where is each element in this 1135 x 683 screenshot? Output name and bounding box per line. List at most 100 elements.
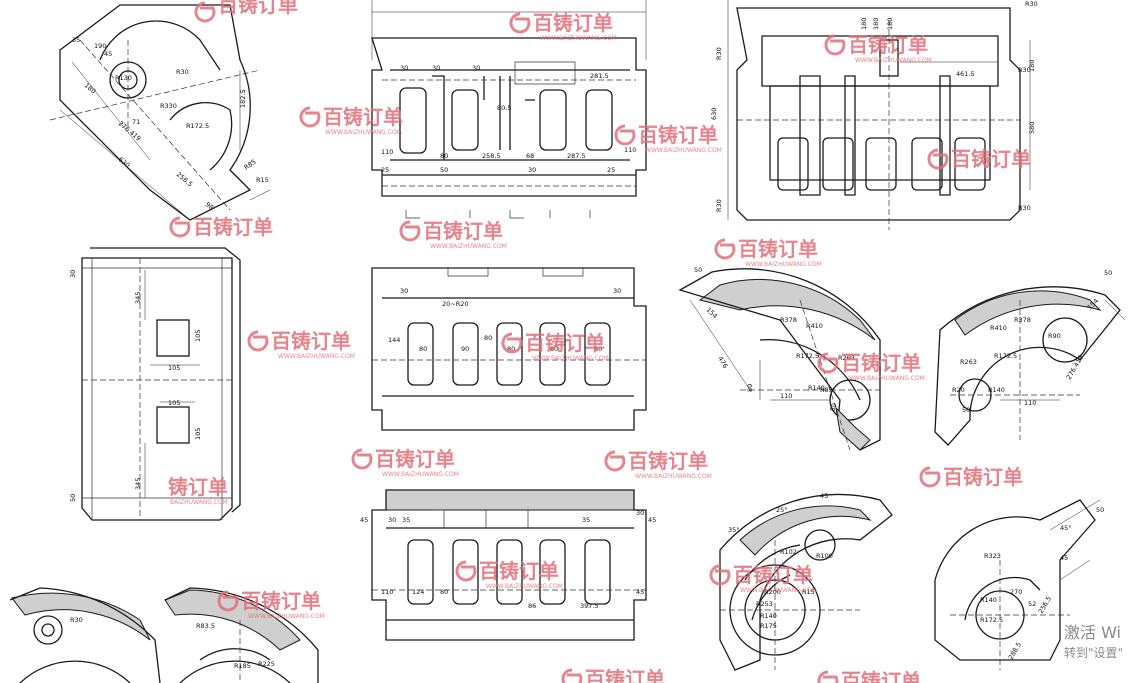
- view-8-lower-section: 45 45 30 30 35 35 110 124 80 86 397.5 45: [360, 489, 656, 641]
- dim-text: R200: [764, 588, 781, 596]
- svg-text:百铸订单: 百铸订单: [738, 237, 818, 261]
- dim-text: 281.5: [590, 72, 609, 80]
- dim-text: R410: [990, 324, 1007, 332]
- svg-text:百铸订单: 百铸订单: [638, 123, 718, 147]
- svg-text:百铸订单: 百铸订单: [241, 589, 321, 613]
- watermark-1: 百铸订单: [194, 0, 298, 23]
- windows-activation-notice: 激活 Wi 转到"设置": [1064, 622, 1135, 662]
- dim-text: R330: [160, 102, 177, 110]
- dim-text: 288.5: [1007, 641, 1023, 661]
- svg-text:百铸订单: 百铸订单: [585, 667, 665, 683]
- dim-text: 256.5: [1037, 595, 1053, 615]
- dim-text: 190: [94, 42, 106, 50]
- dim-text: 35°: [728, 526, 740, 534]
- dim-text: 25°: [776, 506, 788, 514]
- dim-text: 287.5: [567, 152, 586, 160]
- dim-text: 50: [1104, 269, 1112, 277]
- dim-text: 45: [1060, 554, 1068, 562]
- view-1-rotated-section: R130 R30 182.5 R172.5 R330 276.419 R85 2…: [49, 4, 271, 221]
- dim-text: 30: [400, 64, 408, 72]
- dim-text: R100: [816, 552, 833, 560]
- dim-text: 461.5: [956, 70, 975, 78]
- dim-text: 110: [381, 148, 393, 156]
- view-7-arc-section: 50 154 R410 R378 R90 R263 R172.5 R20 R14…: [934, 269, 1126, 446]
- dim-text: 180: [886, 18, 894, 30]
- watermark-8: 百铸订单 WWW.BAIZHUWANG.COM: [399, 219, 507, 250]
- dim-text: 90: [461, 345, 469, 353]
- svg-text:WWW.BAIZHUWANG.COM: WWW.BAIZHUWANG.COM: [848, 375, 925, 382]
- watermark-9: 百铸订单 WWW.BAIZHUWANG.COM: [714, 237, 822, 268]
- view-5-horizontal-section: 30 30 20~R20 144 80 90 80 80 80 80: [371, 267, 647, 431]
- dim-text: 86: [528, 602, 536, 610]
- dim-text: 30: [613, 287, 621, 295]
- view-3-side-view: R30 R30 R30 R30 180 180 180 461.5 180 63…: [710, 0, 1038, 230]
- watermark-logo-icon: [509, 12, 531, 34]
- dim-text: R83.5: [196, 622, 215, 630]
- svg-text:百铸订单: 百铸订单: [423, 219, 503, 243]
- svg-text:WWW.BAIZHUWANG.COM: WWW.BAIZHUWANG.COM: [325, 129, 402, 136]
- watermark-11: 百铸订单 WWW.BAIZHUWANG.COM: [501, 331, 609, 362]
- dim-text: R140: [980, 596, 997, 604]
- svg-text:百铸订单: 百铸订单: [943, 465, 1023, 489]
- dim-text: 80: [440, 588, 448, 596]
- dim-text: 45: [360, 516, 368, 524]
- dim-text: R30: [1025, 0, 1038, 8]
- watermark-logo-icon: [194, 1, 216, 23]
- svg-text:百铸订单: 百铸订单: [841, 669, 921, 683]
- view-6-arc-section: 50 154 R378 R410 R172.5 R263 R140 R85 47…: [678, 266, 881, 451]
- svg-text:WWW.BAIZHUWANG.COM: WWW.BAIZHUWANG.COM: [540, 35, 617, 42]
- view-2-front-section: 30 30 30 281.5 80.5 110 80 258.5 68 287.…: [371, 0, 647, 219]
- dim-text: R185: [234, 662, 251, 670]
- dim-text: R225: [258, 660, 275, 668]
- svg-text:百铸订单: 百铸订单: [533, 11, 613, 35]
- dim-text: R410: [806, 322, 823, 330]
- dim-text: 270: [1010, 588, 1022, 596]
- dim-text: 35: [582, 516, 590, 524]
- dim-text: 256.5: [175, 170, 194, 188]
- dim-text: 25: [381, 166, 389, 174]
- dim-text: 25: [607, 166, 615, 174]
- dim-text: 180: [860, 18, 868, 30]
- watermark-logo-icon: [501, 332, 523, 354]
- watermark-2: 百铸订单 WWW.BAIZHUWANG.COM: [509, 11, 617, 42]
- dim-text: 52: [1028, 600, 1036, 608]
- watermark-logo-icon: [927, 148, 949, 170]
- dim-text: 397.5: [580, 602, 599, 610]
- dim-text: 30: [400, 287, 408, 295]
- svg-text:WWW.BAIZHUWANG.COM: WWW.BAIZHUWANG.COM: [740, 587, 817, 594]
- dim-text: R130: [115, 74, 132, 82]
- dim-text: 630: [117, 155, 132, 169]
- watermark-logo-icon: [169, 216, 191, 238]
- dim-text: R172.5: [994, 352, 1017, 360]
- watermark-logo-icon: [217, 590, 239, 612]
- watermark-7: 百铸订单: [169, 215, 273, 239]
- svg-text:百铸订单: 百铸订单: [525, 331, 605, 355]
- dim-text: 276.419: [1065, 354, 1085, 381]
- watermark-logo-icon: [351, 448, 373, 470]
- dim-text: 105: [194, 330, 202, 342]
- dim-text: R30: [715, 199, 723, 212]
- dim-text: R20: [952, 386, 965, 394]
- dim-text: 50: [694, 266, 702, 274]
- watermark-10: 百铸订单 WWW.BAIZHUWANG.COM: [247, 329, 355, 360]
- dim-text: R85: [820, 386, 833, 394]
- dim-text: R263: [960, 358, 977, 366]
- svg-text:百铸订单: 百铸订单: [479, 559, 559, 583]
- dim-text: 345: [134, 478, 142, 490]
- dim-text: 258.5: [482, 152, 501, 160]
- dim-text: 35: [402, 516, 410, 524]
- dim-text: 98: [204, 200, 215, 211]
- dim-text: 80: [507, 345, 515, 353]
- dim-text: 45: [636, 588, 644, 596]
- svg-text:百铸订单: 百铸订单: [323, 105, 403, 129]
- dim-text: R30: [176, 68, 189, 76]
- dim-text: 80: [828, 402, 838, 413]
- dim-text: 80: [419, 345, 427, 353]
- svg-text:百铸订单: 百铸订单: [628, 449, 708, 473]
- dim-text: 580: [1028, 122, 1036, 134]
- watermark-15: 百铸订单 WWW.BAIZHUWANG.COM: [604, 449, 712, 480]
- watermark-logo-icon: [817, 670, 839, 683]
- dim-text: R15: [256, 176, 269, 184]
- svg-text:百铸订单: 百铸订单: [733, 563, 813, 587]
